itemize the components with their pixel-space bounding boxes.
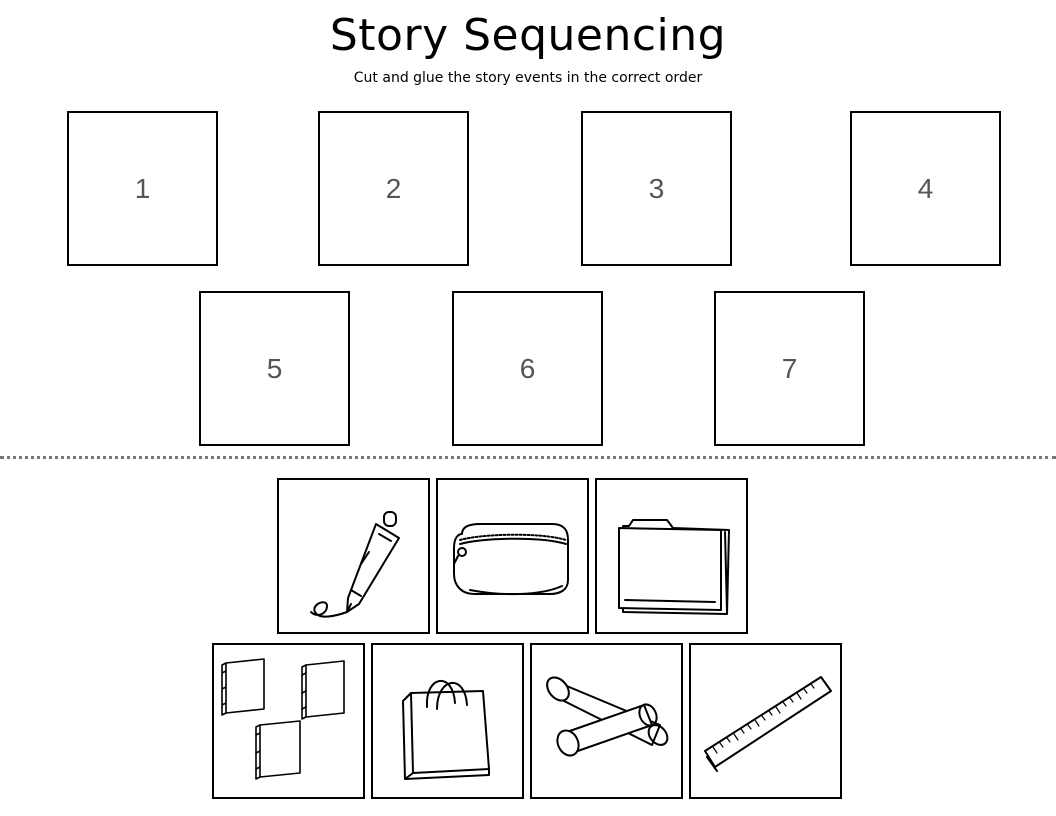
picture-card-folder[interactable] bbox=[595, 478, 748, 634]
page-title: Story Sequencing bbox=[329, 10, 727, 61]
slot-number: 6 bbox=[519, 352, 536, 384]
sequence-slot-5[interactable]: 5 bbox=[199, 291, 350, 446]
sequence-slot-2[interactable]: 2 bbox=[318, 111, 469, 266]
picture-card-pencil-case[interactable] bbox=[436, 478, 589, 634]
slot-number: 2 bbox=[385, 172, 402, 204]
picture-card-pen[interactable] bbox=[277, 478, 430, 634]
books-icon bbox=[221, 658, 345, 780]
picture-card-shopping-bag[interactable] bbox=[371, 643, 524, 799]
sequence-slot-7[interactable]: 7 bbox=[714, 291, 865, 446]
cut-line bbox=[0, 456, 1056, 459]
instructions: Cut and glue the story events in the cor… bbox=[353, 70, 703, 86]
slot-number: 3 bbox=[648, 172, 665, 204]
slot-number: 5 bbox=[266, 352, 283, 384]
folder-icon bbox=[618, 519, 730, 615]
sequence-slot-1[interactable]: 1 bbox=[67, 111, 218, 266]
picture-card-ruler[interactable] bbox=[689, 643, 842, 799]
shopping-bag-icon bbox=[402, 680, 490, 780]
chalk-icon bbox=[546, 676, 669, 757]
pen-icon bbox=[310, 511, 400, 618]
slot-number: 1 bbox=[134, 172, 151, 204]
sequence-slot-3[interactable]: 3 bbox=[581, 111, 732, 266]
pencil-case-icon bbox=[453, 523, 569, 596]
picture-card-chalk[interactable] bbox=[530, 643, 683, 799]
slot-number: 4 bbox=[917, 172, 934, 204]
ruler-icon bbox=[704, 676, 832, 772]
picture-card-books[interactable] bbox=[212, 643, 365, 799]
slot-number: 7 bbox=[781, 352, 798, 384]
sequence-slot-6[interactable]: 6 bbox=[452, 291, 603, 446]
sequence-slot-4[interactable]: 4 bbox=[850, 111, 1001, 266]
